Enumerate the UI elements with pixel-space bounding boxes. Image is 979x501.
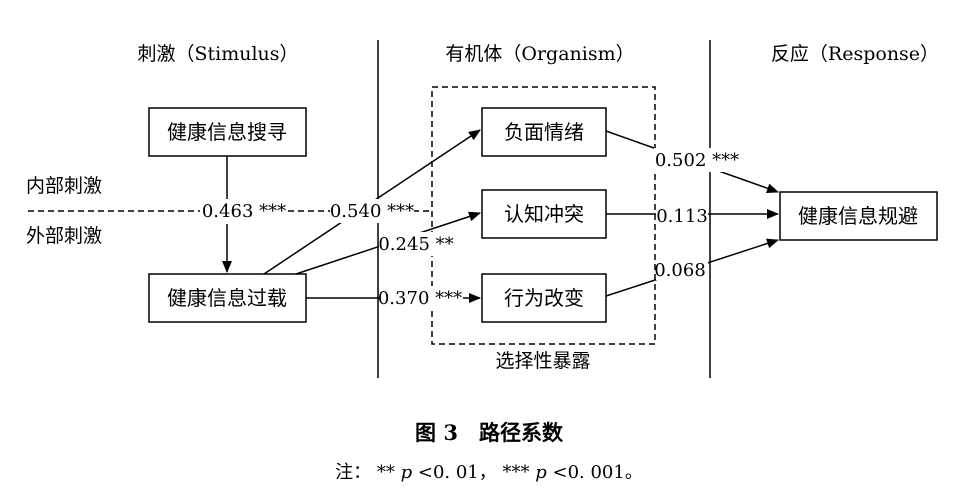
coef-negative-avoidance: 0.502 *** bbox=[655, 150, 739, 171]
node-cognitive: 认知冲突 bbox=[481, 189, 607, 239]
node-avoidance: 健康信息规避 bbox=[779, 191, 938, 241]
node-overload-label: 健康信息过载 bbox=[167, 286, 287, 310]
selective-exposure-label: 选择性暴露 bbox=[495, 350, 590, 372]
coef-overload-negative: 0.540 *** bbox=[330, 201, 414, 222]
significance-note: 注： ** p <0. 01， *** p <0. 001。 bbox=[335, 462, 643, 483]
node-behavior-label: 行为改变 bbox=[504, 286, 584, 310]
coef-cognitive-avoidance: 0.113 bbox=[656, 206, 708, 227]
coef-overload-cognitive: 0.245 ** bbox=[378, 234, 453, 255]
figure-title: 图 3 路径系数 bbox=[415, 420, 564, 445]
node-overload: 健康信息过载 bbox=[148, 273, 307, 323]
note-stars-two: ** bbox=[377, 462, 395, 483]
note-condition-one: <0. 01， bbox=[418, 462, 497, 483]
node-search: 健康信息搜寻 bbox=[148, 107, 307, 157]
note-prefix: 注： bbox=[335, 462, 371, 483]
coef-behavior-avoidance: 0.068 bbox=[654, 260, 706, 281]
node-avoidance-label: 健康信息规避 bbox=[798, 204, 918, 228]
note-p-one: p bbox=[401, 462, 413, 483]
external-stimulus-label: 外部刺激 bbox=[26, 225, 102, 247]
header-organism: 有机体（Organism） bbox=[445, 43, 634, 65]
node-cognitive-label: 认知冲突 bbox=[504, 202, 584, 226]
note-condition-two: <0. 001。 bbox=[553, 462, 643, 483]
note-p-two: p bbox=[535, 462, 547, 483]
selective-exposure-box bbox=[431, 86, 656, 345]
internal-stimulus-label: 内部刺激 bbox=[26, 175, 102, 197]
node-search-label: 健康信息搜寻 bbox=[167, 120, 287, 144]
coef-overload-behavior: 0.370 *** bbox=[378, 288, 462, 309]
node-negative: 负面情绪 bbox=[481, 107, 607, 157]
header-response: 反应（Response） bbox=[771, 43, 939, 65]
header-stimulus: 刺激（Stimulus） bbox=[137, 43, 298, 65]
node-behavior: 行为改变 bbox=[481, 273, 607, 323]
coef-search-overload: 0.463 *** bbox=[202, 201, 286, 222]
note-stars-three: *** bbox=[503, 462, 530, 483]
node-negative-label: 负面情绪 bbox=[504, 120, 584, 144]
